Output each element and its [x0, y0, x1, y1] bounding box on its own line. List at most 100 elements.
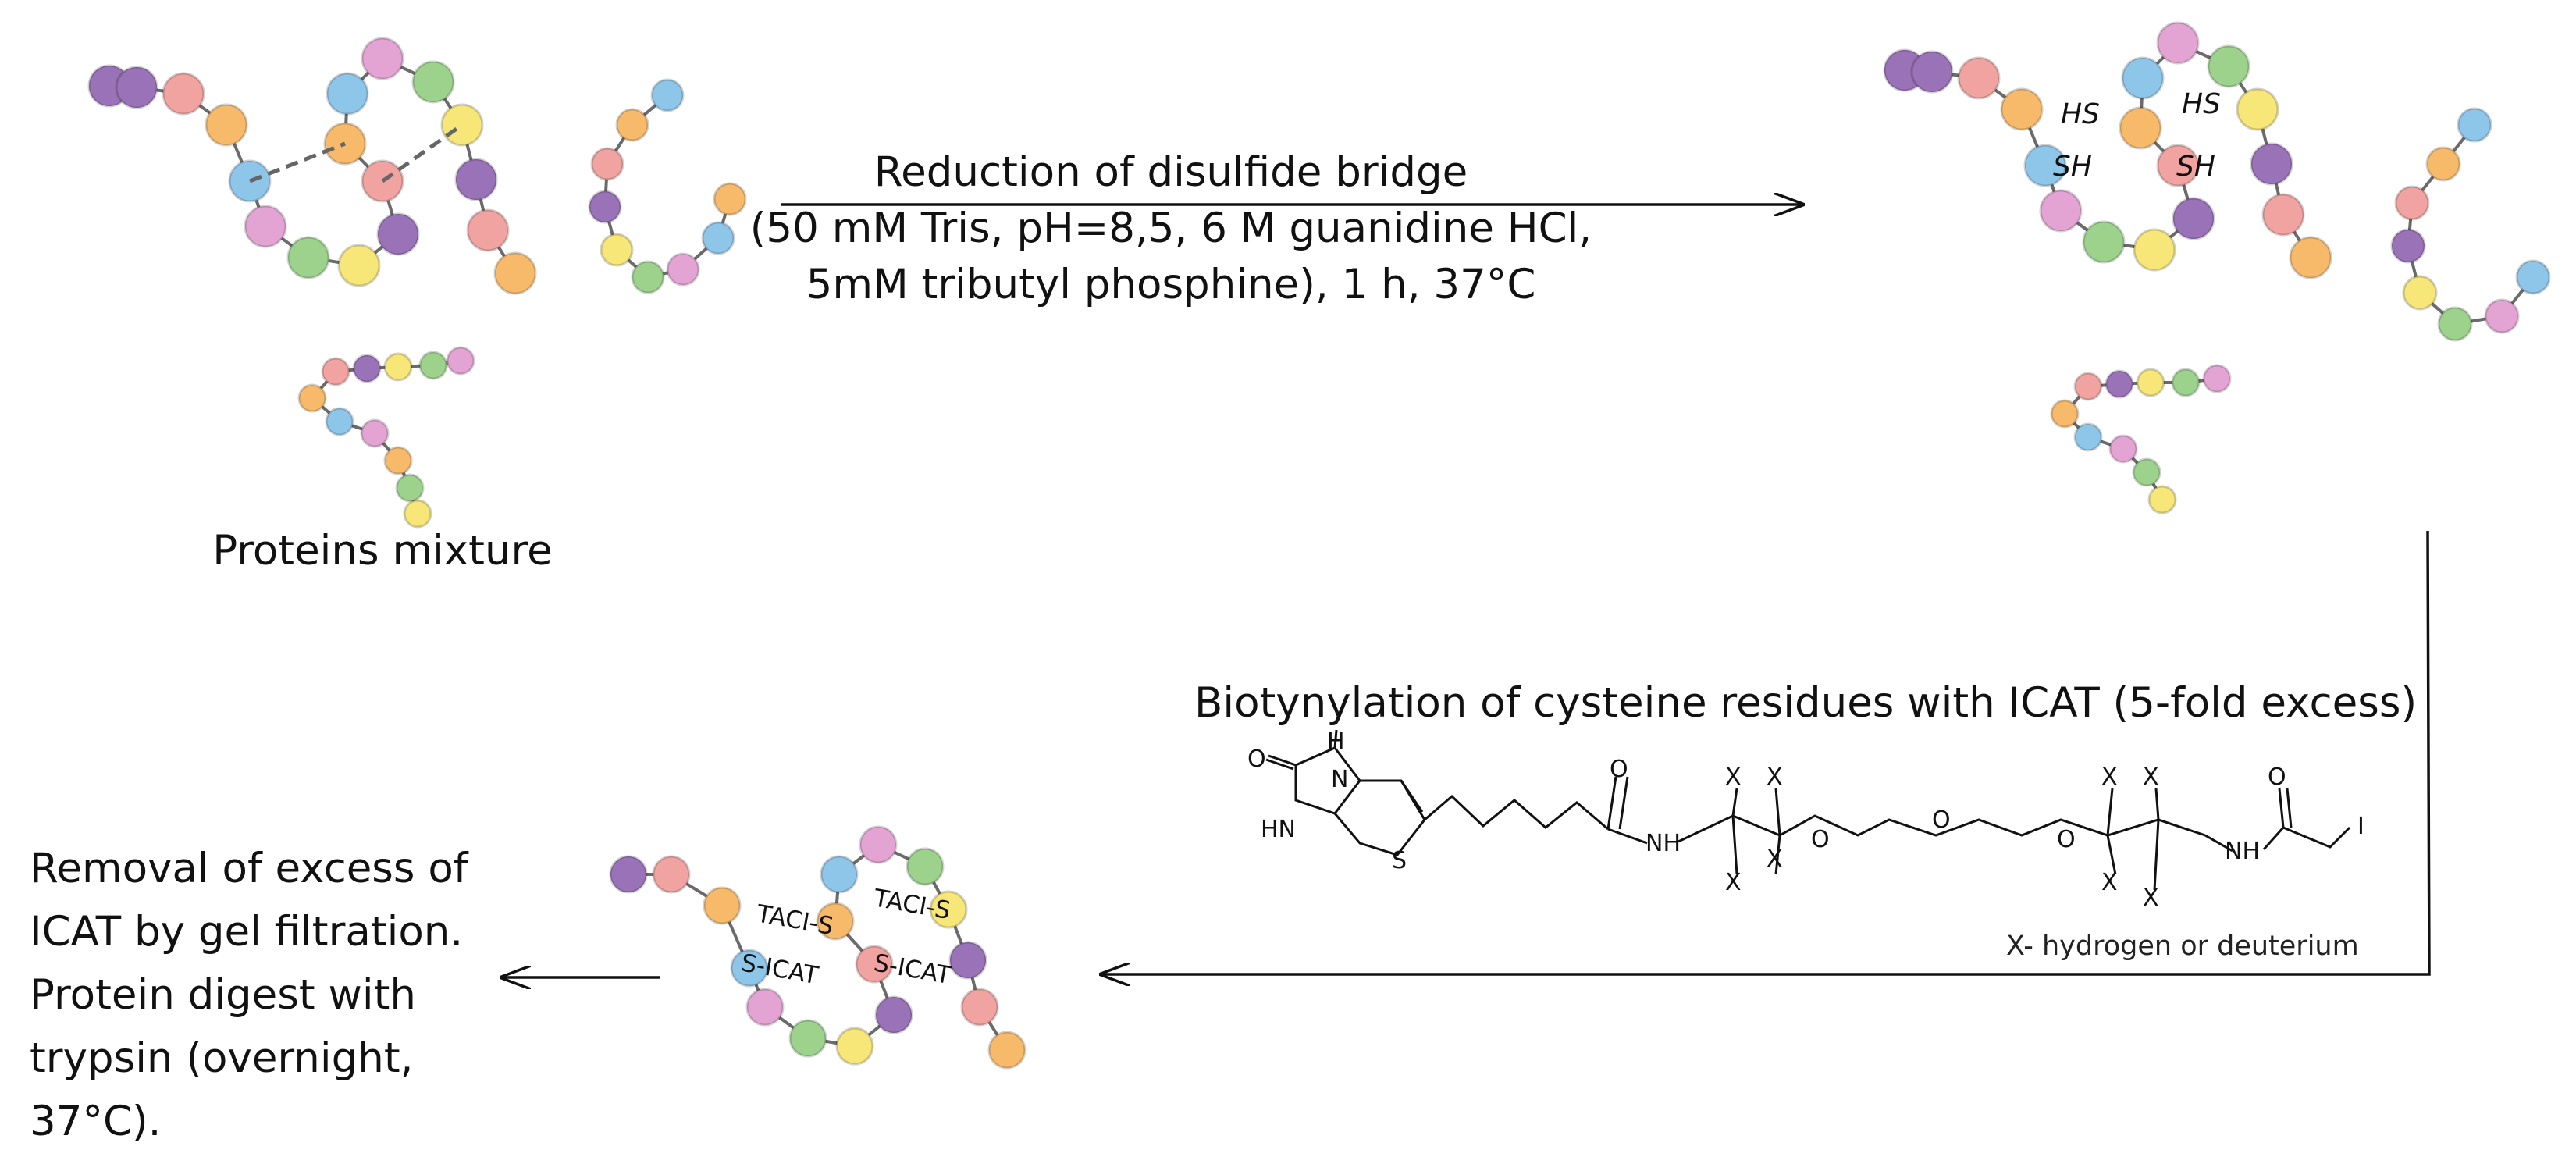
amino-acid-bead: [588, 190, 622, 224]
amino-acid-bead: [454, 158, 498, 201]
svg-text:H: H: [1327, 728, 1345, 756]
removal-line: Removal of excess of: [30, 845, 468, 892]
amino-acid-bead: [361, 37, 404, 80]
svg-text:X: X: [2143, 885, 2159, 912]
biotinylation-step-text: Biotynylation of cysteine residues with …: [1194, 679, 2418, 727]
amino-acid-bead: [1910, 50, 1954, 94]
proteins-mixture-label: Proteins mixture: [212, 527, 553, 575]
reduction-line: 5mM tributyl phosphine), 1 h, 37°C: [806, 261, 1536, 308]
amino-acid-bead: [2136, 368, 2165, 397]
protein-chain: [588, 78, 747, 294]
amino-acid-bead: [600, 233, 634, 267]
amino-acid-bead: [987, 1031, 1026, 1070]
amino-acid-bead: [615, 108, 649, 142]
amino-acid-bead: [906, 847, 945, 886]
svg-text:O: O: [1610, 756, 1628, 783]
svg-text:O: O: [1247, 746, 1266, 773]
svg-text:O: O: [2057, 826, 2076, 853]
amino-acid-bead: [2073, 372, 2103, 401]
reduction-step-text: Reduction of disulfide bridge (50 mM Tri…: [718, 144, 1624, 313]
icat-label: TACI-S: [871, 884, 953, 925]
amino-acid-bead: [730, 949, 769, 988]
amino-acid-bead: [2289, 236, 2332, 279]
amino-acid-bead: [2394, 185, 2430, 221]
thiol-label: HS: [2182, 88, 2221, 120]
amino-acid-bead: [352, 354, 382, 383]
protein-chains: [87, 21, 2551, 1070]
amino-acid-bead: [1957, 56, 2001, 100]
icat-label: S-ICAT: [872, 949, 954, 990]
amino-acid-bead: [383, 352, 413, 382]
amino-acid-bead: [2425, 146, 2461, 182]
amino-acid-bead: [855, 945, 894, 984]
icat-label: TACI-S: [754, 899, 836, 941]
icat-structure-atoms: O H N HN S O NH X X X X O O O X X X X NH…: [1247, 728, 2364, 912]
amino-acid-bead: [286, 236, 330, 279]
amino-acid-bead: [446, 346, 475, 376]
svg-text:X: X: [1725, 869, 1742, 896]
amino-acid-bead: [652, 855, 691, 894]
svg-text:HN: HN: [1261, 816, 1296, 843]
amino-acid-bead: [411, 60, 455, 104]
amino-acid-bead: [2250, 142, 2293, 186]
amino-acid-bead: [403, 499, 432, 529]
amino-acid-bead: [960, 988, 999, 1027]
amino-acid-bead: [2484, 298, 2520, 334]
amino-acid-bead: [466, 208, 510, 252]
amino-acid-bead: [2402, 275, 2438, 311]
amino-acid-bead: [376, 212, 420, 256]
svg-text:X: X: [1767, 764, 1783, 791]
svg-text:NH: NH: [2225, 838, 2260, 865]
removal-line: trypsin (overnight,: [30, 1034, 414, 1082]
thiol-label: SH: [2176, 151, 2215, 183]
amino-acid-bead: [2000, 87, 2044, 131]
amino-acid-bead: [2082, 220, 2126, 264]
amino-acid-bead: [395, 473, 425, 503]
removal-line: 37°C).: [30, 1098, 162, 1145]
removal-line: Protein digest with: [30, 971, 416, 1019]
amino-acid-bead: [2171, 368, 2201, 397]
thiol-labels: HS HS SH SH: [2053, 88, 2221, 183]
amino-acid-bead: [337, 244, 381, 287]
amino-acid-bead: [297, 383, 327, 413]
amino-acid-bead: [383, 446, 413, 475]
amino-acid-bead: [2121, 56, 2165, 100]
amino-acid-bead: [666, 252, 700, 287]
amino-acid-bead: [859, 825, 898, 864]
protein-chain: [2390, 107, 2551, 342]
protein-chain: [1883, 21, 2332, 279]
svg-text:I: I: [2357, 813, 2364, 840]
amino-acid-bead: [162, 72, 205, 116]
amino-acid-bead: [2039, 189, 2083, 233]
amino-acid-bead: [2147, 485, 2177, 514]
amino-acid-bead: [650, 78, 685, 112]
amino-acid-bead: [418, 351, 448, 380]
amino-acid-bead: [874, 995, 913, 1034]
amino-acid-bead: [440, 103, 484, 147]
amino-acid-bead: [2108, 434, 2138, 464]
reduction-line: Reduction of disulfide bridge: [873, 148, 1468, 196]
amino-acid-bead: [948, 941, 987, 980]
amino-acid-bead: [701, 221, 735, 255]
thiol-label: HS: [2061, 98, 2100, 130]
thiol-label: SH: [2053, 151, 2092, 183]
amino-acid-bead: [2050, 399, 2080, 429]
svg-text:X: X: [2101, 869, 2118, 896]
svg-text:O: O: [1811, 826, 1830, 853]
amino-acid-bead: [835, 1027, 874, 1066]
amino-acid-bead: [2073, 422, 2103, 452]
amino-acid-bead: [2202, 364, 2232, 393]
removal-step-text: Removal of excess of ICAT by gel filtrat…: [30, 837, 529, 1153]
amino-acid-bead: [2172, 197, 2215, 240]
amino-acid-bead: [2132, 457, 2161, 487]
protein-chain: [2050, 364, 2232, 514]
arrow-biotinylation: [1101, 530, 2431, 974]
svg-text:X: X: [1767, 845, 1783, 873]
amino-acid-bead: [745, 988, 785, 1027]
svg-text:O: O: [2268, 764, 2286, 791]
amino-acid-bead: [2457, 107, 2492, 143]
amino-acid-bead: [788, 1019, 827, 1058]
svg-text:NH: NH: [1646, 830, 1681, 857]
amino-acid-bead: [2261, 193, 2305, 237]
protein-chain: [297, 346, 475, 529]
